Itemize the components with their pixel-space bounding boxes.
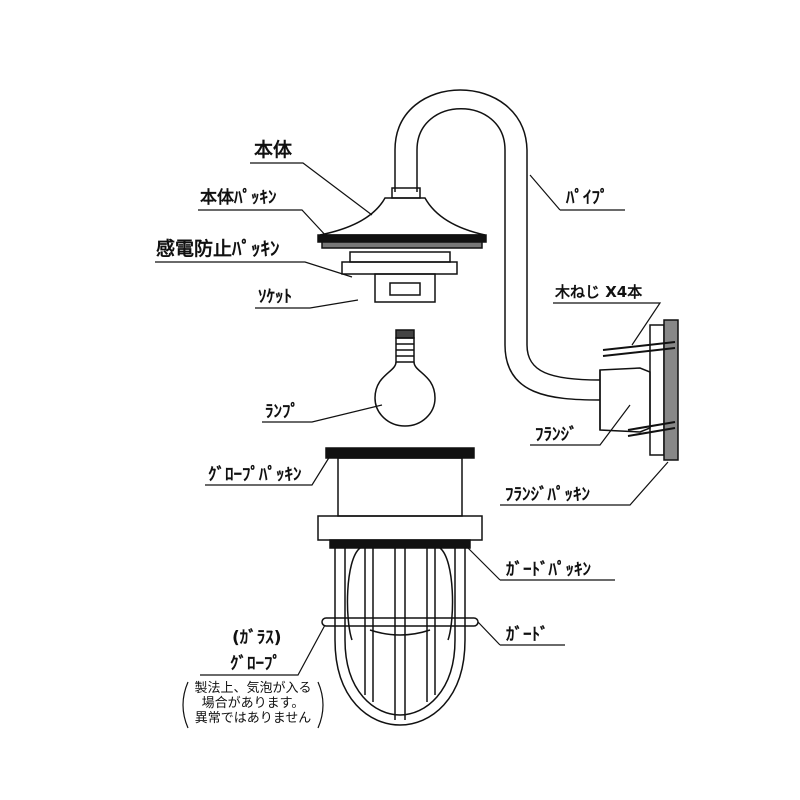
- guard: [321, 547, 479, 726]
- label-pipe: ﾊﾟｲﾌﾟ: [566, 188, 609, 208]
- body-canopy: [317, 187, 487, 275]
- label-screws: 木ねじ X4本: [555, 283, 643, 301]
- label-globe: ｸﾞﾛｰﾌﾟ: [230, 654, 281, 674]
- socket: [374, 273, 436, 303]
- lamp-bulb: [374, 329, 436, 427]
- label-globe-packing: ｸﾞﾛｰﾌﾟﾊﾟｯｷﾝ: [208, 465, 302, 485]
- label-socket: ｿｹｯﾄ: [258, 287, 292, 307]
- leader-lines: [155, 162, 669, 729]
- pipe: [394, 89, 601, 401]
- label-lamp: ﾗﾝﾌﾟ: [265, 402, 299, 422]
- label-shock-packing: 感電防止ﾊﾟｯｷﾝ: [156, 238, 280, 260]
- label-glass: (ｶﾞﾗｽ): [232, 628, 282, 648]
- label-guard-packing: ｶﾞｰﾄﾞﾊﾟｯｷﾝ: [506, 560, 591, 580]
- label-flange-packing: ﾌﾗﾝｼﾞﾊﾟｯｷﾝ: [505, 485, 590, 505]
- label-body-packing: 本体ﾊﾟｯｷﾝ: [200, 188, 277, 208]
- globe-assembly: [317, 447, 483, 549]
- flange: [599, 319, 679, 461]
- label-body: 本体: [254, 139, 293, 161]
- label-flange: ﾌﾗﾝｼﾞ: [535, 425, 578, 445]
- label-guard: ｶﾞｰﾄﾞ: [506, 625, 549, 645]
- globe-note: 製法上、気泡が入る 場合があります。 異常ではありません: [190, 681, 316, 726]
- note-line-2: 場合があります。: [201, 696, 305, 711]
- note-line-3: 異常ではありません: [194, 711, 312, 726]
- note-line-1: 製法上、気泡が入る: [194, 681, 312, 696]
